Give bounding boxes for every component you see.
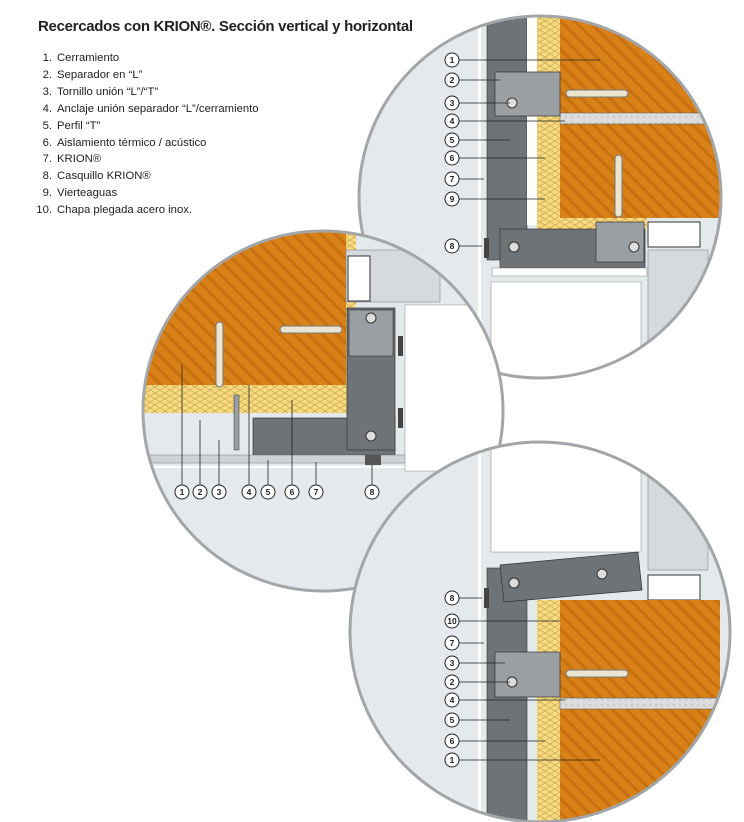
callout-marker: 5 <box>444 712 460 728</box>
svg-text:7: 7 <box>450 638 455 648</box>
legend-item: 2. Separador en “L” <box>34 67 259 84</box>
callout-marker: 1 <box>444 752 460 768</box>
callout-marker: 10 <box>444 613 460 629</box>
legend-number: 6. <box>42 136 52 149</box>
callout-marker: 9 <box>444 191 460 207</box>
callout-marker: 8 <box>444 238 460 254</box>
svg-text:8: 8 <box>370 487 375 497</box>
callout-marker: 8 <box>364 484 380 500</box>
legend-number: 7. <box>42 153 52 166</box>
callout-marker: 4 <box>444 692 460 708</box>
callout-marker: 2 <box>192 484 208 500</box>
legend-item: 7. KRION® <box>34 151 259 168</box>
svg-text:2: 2 <box>450 75 455 85</box>
callouts-left: 1 2 3 4 5 6 7 8 <box>174 365 380 500</box>
callout-marker: 6 <box>444 150 460 166</box>
callout-marker: 6 <box>444 733 460 749</box>
callout-marker: 2 <box>444 674 460 690</box>
wall <box>143 231 347 385</box>
legend-item: 3. Tornillo unión “L”/“T” <box>34 84 259 101</box>
svg-text:1: 1 <box>450 755 455 765</box>
svg-text:3: 3 <box>450 658 455 668</box>
svg-text:4: 4 <box>450 116 455 126</box>
svg-text:2: 2 <box>450 677 455 687</box>
callout-marker: 1 <box>174 484 190 500</box>
svg-text:4: 4 <box>247 487 252 497</box>
callout-marker: 4 <box>444 113 460 129</box>
anchor-plug <box>565 89 629 98</box>
svg-text:6: 6 <box>450 736 455 746</box>
legend-label: Casquillo KRION® <box>57 170 151 183</box>
callout-marker: 7 <box>444 171 460 187</box>
svg-text:8: 8 <box>450 241 455 251</box>
svg-text:1: 1 <box>180 487 185 497</box>
legend-item: 10. Chapa plegada acero inox. <box>34 202 259 219</box>
legend-label: Aislamiento térmico / acústico <box>57 136 207 149</box>
svg-text:3: 3 <box>217 487 222 497</box>
svg-text:10: 10 <box>447 616 457 626</box>
legend-label: KRION® <box>57 153 102 166</box>
legend-number: 9. <box>42 187 52 200</box>
callout-marker: 3 <box>444 655 460 671</box>
svg-text:3: 3 <box>450 98 455 108</box>
callout-marker: 3 <box>444 95 460 111</box>
legend-item: 4. Anclaje unión separador “L”/cerramient… <box>34 101 259 118</box>
svg-text:6: 6 <box>450 153 455 163</box>
callout-marker: 8 <box>444 590 460 606</box>
l-bracket <box>494 71 561 117</box>
svg-text:5: 5 <box>450 715 455 725</box>
svg-text:5: 5 <box>266 487 271 497</box>
legend-label: Anclaje unión separador “L”/cerramiento <box>57 102 259 115</box>
legend-number: 5. <box>42 119 52 132</box>
legend-label: Chapa plegada acero inox. <box>57 204 193 217</box>
callouts-bottom: 8 10 7 3 2 4 5 6 1 <box>444 590 600 768</box>
legend-number: 4. <box>42 102 52 115</box>
legend-label: Vierteaguas <box>57 187 118 200</box>
svg-text:5: 5 <box>450 135 455 145</box>
svg-text:6: 6 <box>290 487 295 497</box>
callout-marker: 3 <box>211 484 227 500</box>
svg-text:7: 7 <box>314 487 319 497</box>
svg-text:7: 7 <box>450 174 455 184</box>
legend-list: 1. Cerramiento 2. Separador en “L” 3. Torni… <box>34 50 259 219</box>
legend-item: 5. Perfil “T” <box>34 118 259 135</box>
callout-marker: 7 <box>308 484 324 500</box>
legend-label: Separador en “L” <box>57 68 143 81</box>
krion-panel <box>486 16 528 261</box>
legend-label: Cerramiento <box>57 52 120 64</box>
legend-item: 8. Casquillo KRION® <box>34 168 259 185</box>
insulation <box>143 385 356 413</box>
legend-number: 3. <box>42 85 52 98</box>
callouts-top: 1 2 3 4 5 6 7 9 8 <box>444 52 600 254</box>
callout-marker: 6 <box>284 484 300 500</box>
wall <box>560 600 720 822</box>
callout-marker: 5 <box>444 132 460 148</box>
svg-text:2: 2 <box>198 487 203 497</box>
svg-text:8: 8 <box>450 593 455 603</box>
callout-marker: 4 <box>241 484 257 500</box>
legend-label: Tornillo unión “L”/“T” <box>57 85 159 98</box>
legend-item: 9. Vierteaguas <box>34 185 259 202</box>
callout-marker: 7 <box>444 635 460 651</box>
svg-text:1: 1 <box>450 55 455 65</box>
legend-item: 6. Aislamiento térmico / acústico <box>34 135 259 152</box>
diagram-title: Recercados con KRION®. Sección vertical … <box>38 18 413 35</box>
legend-item: 1. Cerramiento <box>34 50 259 67</box>
legend-number: 10. <box>36 204 52 217</box>
insulation <box>537 16 560 220</box>
legend-label: Perfil “T” <box>57 119 101 132</box>
callout-marker: 2 <box>444 72 460 88</box>
svg-text:9: 9 <box>450 194 455 204</box>
detail-top-vertical-section <box>357 14 723 380</box>
legend-number: 1. <box>42 52 52 64</box>
svg-text:4: 4 <box>450 695 455 705</box>
callout-marker: 1 <box>444 52 460 68</box>
insulation <box>537 600 560 822</box>
callout-marker: 5 <box>260 484 276 500</box>
legend-number: 2. <box>42 68 52 81</box>
detail-bottom-vertical-section <box>348 440 732 822</box>
legend-number: 8. <box>42 170 52 183</box>
